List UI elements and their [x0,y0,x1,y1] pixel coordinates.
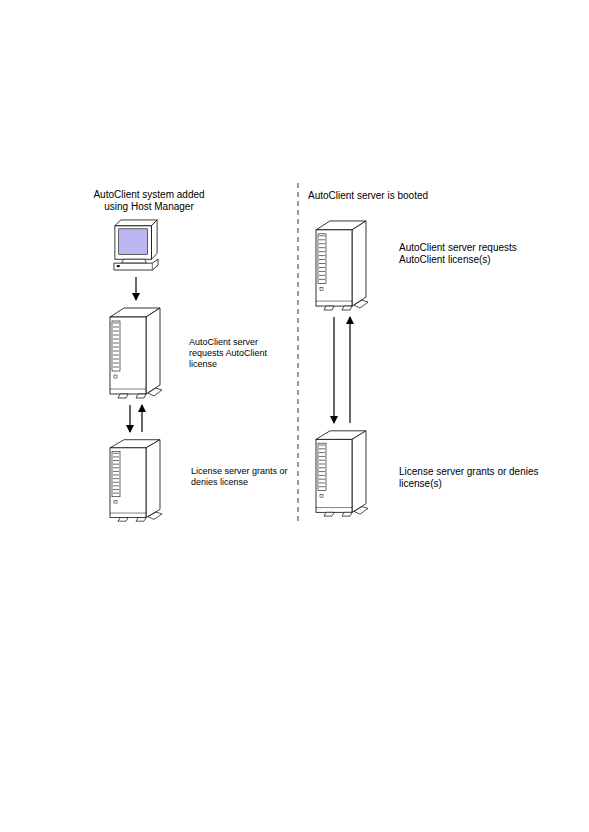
request-arrow [333,317,334,423]
server-tower-icon [312,218,372,312]
autoclient-server-node: AutoClient server requests AutoClient li… [312,218,372,312]
column-heading: AutoClient system added using Host Manag… [82,189,216,213]
step-description: AutoClient server requests AutoClient li… [398,242,550,266]
step-description: License server grants or denies license(… [398,466,550,490]
step-description: License server grants or denies license [190,466,296,488]
server-tower-icon [106,305,166,400]
workstation-monitor-icon [112,218,160,272]
workstation-node: AutoClient system added using Host Manag… [112,218,160,272]
column-heading: AutoClient server is booted [308,190,428,202]
request-arrow [129,405,130,432]
request-arrow [141,405,142,432]
step-description: AutoClient server requests AutoClient li… [188,337,296,370]
divider-dashed-line [298,183,299,522]
request-arrow [135,277,136,300]
license-server-node: License server grants or denies license [106,437,166,523]
license-server-node: License server grants or denies license(… [312,428,372,518]
request-arrow [349,317,350,423]
autoclient-server-node: AutoClient server requests AutoClient li… [106,305,166,400]
server-tower-icon [106,437,166,523]
server-tower-icon [312,428,372,518]
